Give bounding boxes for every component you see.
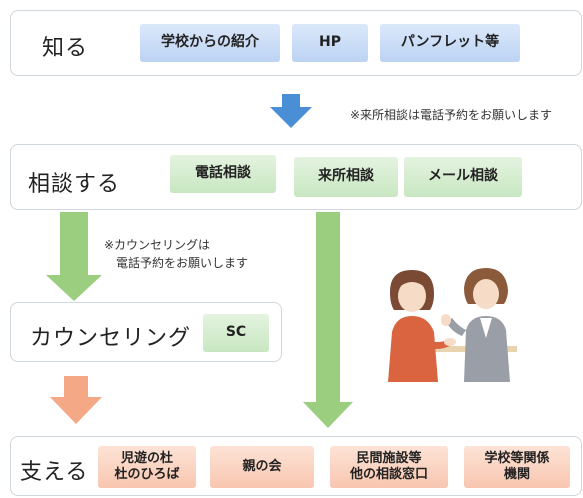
option-jiyu-no-mori[interactable]: 児遊の杜 杜のひろば xyxy=(98,446,196,488)
woman-figure xyxy=(388,270,456,382)
option-phone-consult[interactable]: 電話相談 xyxy=(170,155,276,193)
option-email-consult[interactable]: メール相談 xyxy=(404,157,522,197)
green-down-arrow-support xyxy=(303,212,353,428)
stage-support-title: 支える xyxy=(20,460,89,485)
option-private-facilities[interactable]: 民間施設等 他の相談窓口 xyxy=(330,446,448,488)
option-hp[interactable]: HP xyxy=(292,24,368,62)
option-parents-group[interactable]: 親の会 xyxy=(210,446,314,488)
option-school-referral[interactable]: 学校からの紹介 xyxy=(140,24,280,62)
reservation-note: ※来所相談は電話予約をお願いします xyxy=(350,108,553,122)
option-visit-consult[interactable]: 来所相談 xyxy=(294,157,398,197)
stage-consult-title: 相談する xyxy=(28,172,121,197)
option-sc[interactable]: SC xyxy=(203,314,269,352)
orange-down-arrow xyxy=(50,376,102,424)
blue-down-arrow xyxy=(270,94,312,128)
counseling-note: ※カウンセリングは 電話予約をお願いします xyxy=(104,238,249,270)
option-school-agencies[interactable]: 学校等関係 機関 xyxy=(464,446,570,488)
option-pamphlet[interactable]: パンフレット等 xyxy=(380,24,520,62)
green-down-arrow-counseling xyxy=(46,212,102,301)
stage-know-title: 知る xyxy=(42,36,89,61)
consultation-illustration xyxy=(388,268,517,382)
stage-counseling-title: カウンセリング xyxy=(30,326,192,351)
man-figure xyxy=(441,268,510,382)
